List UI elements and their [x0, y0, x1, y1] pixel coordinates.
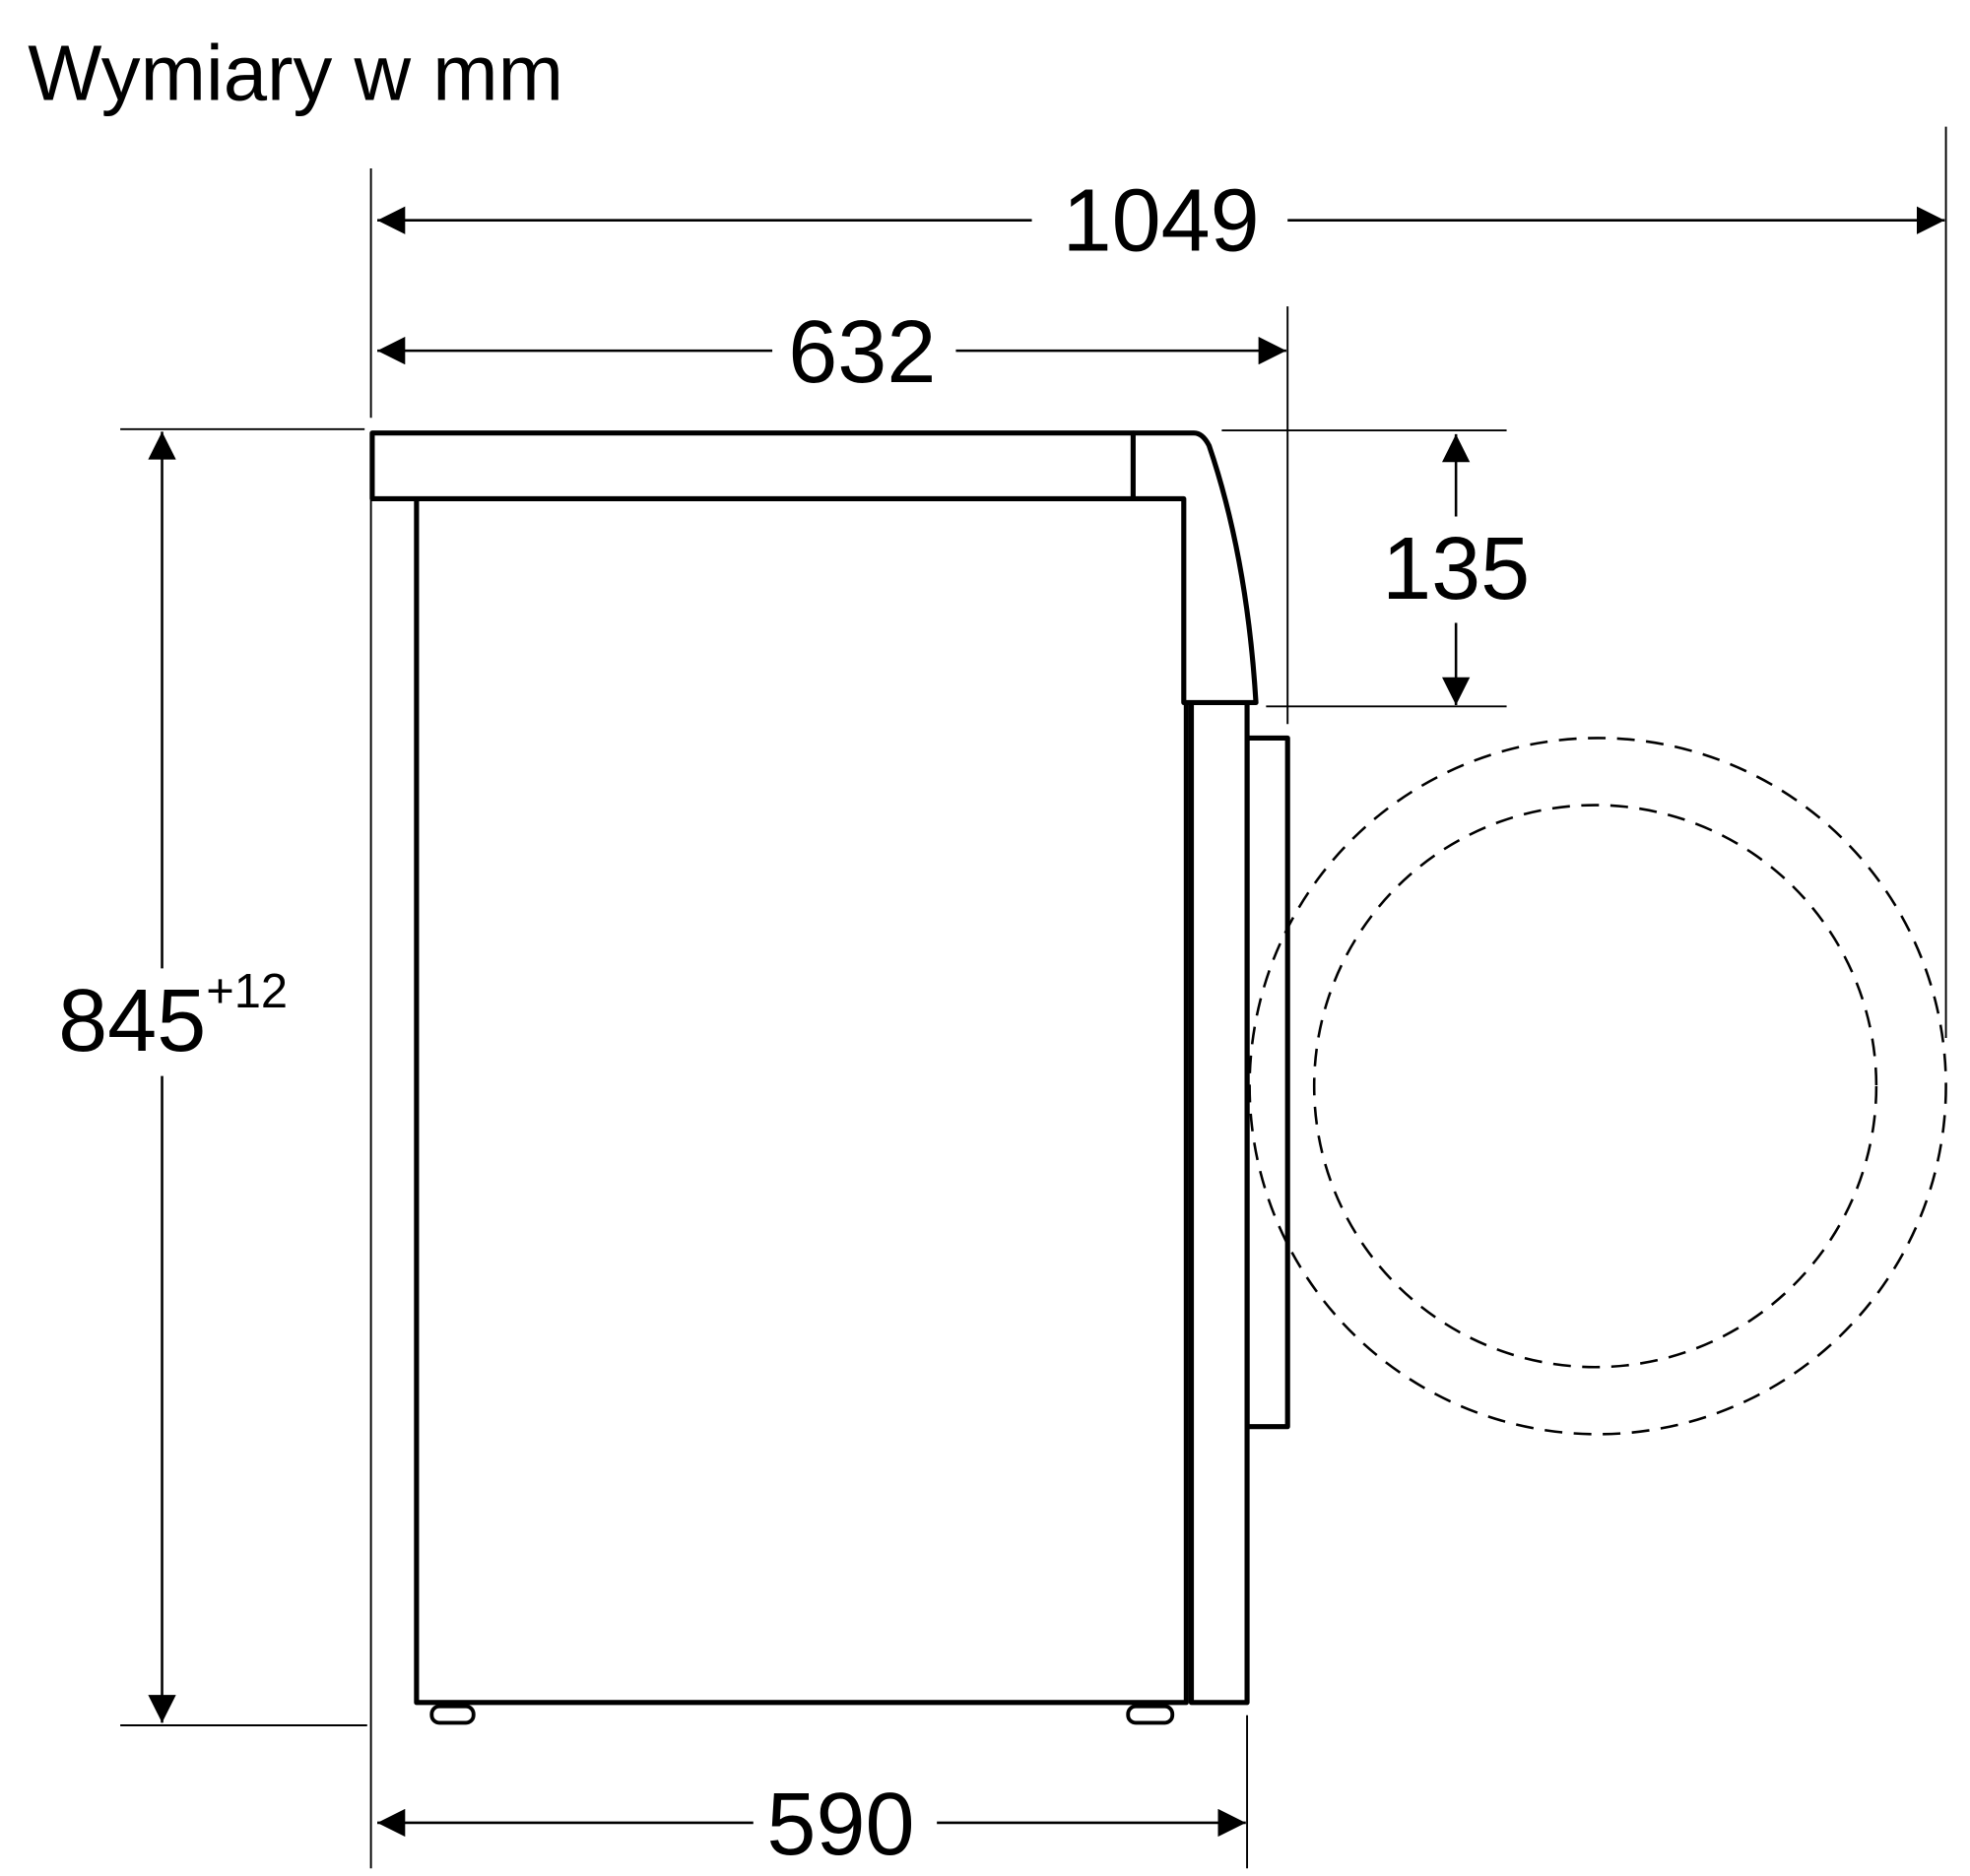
extension-lines [120, 126, 1947, 1869]
washing-machine-side-view [369, 430, 1290, 1725]
dimension-body-depth: 590 [377, 1776, 1246, 1874]
top-panel [369, 430, 1136, 502]
door-swing-outer-circle [1248, 737, 1947, 1436]
door-swing-inner-circle [1312, 804, 1878, 1369]
front-panel [1188, 704, 1250, 1706]
dimension-top-offset: 135 [1382, 433, 1530, 705]
dimension-total-depth: 1049 [377, 172, 1945, 271]
door [1244, 735, 1290, 1430]
control-panel [1133, 430, 1259, 705]
foot-rear [429, 1704, 476, 1725]
dimension-label: 590 [766, 1776, 914, 1874]
height-tolerance: +12 [206, 965, 288, 1018]
dimension-label: 845+12 [58, 965, 288, 1070]
dimension-height: 845+12 [58, 431, 288, 1723]
dimension-label: 1049 [1063, 172, 1260, 271]
dimension-label: 135 [1382, 520, 1530, 618]
dimension-label: 632 [788, 303, 936, 402]
foot-front [1126, 1704, 1175, 1725]
body [414, 498, 1189, 1706]
page-title: Wymiary w mm [28, 30, 563, 117]
height-value: 845 [58, 972, 206, 1070]
dimension-depth-with-top: 632 [377, 303, 1286, 402]
